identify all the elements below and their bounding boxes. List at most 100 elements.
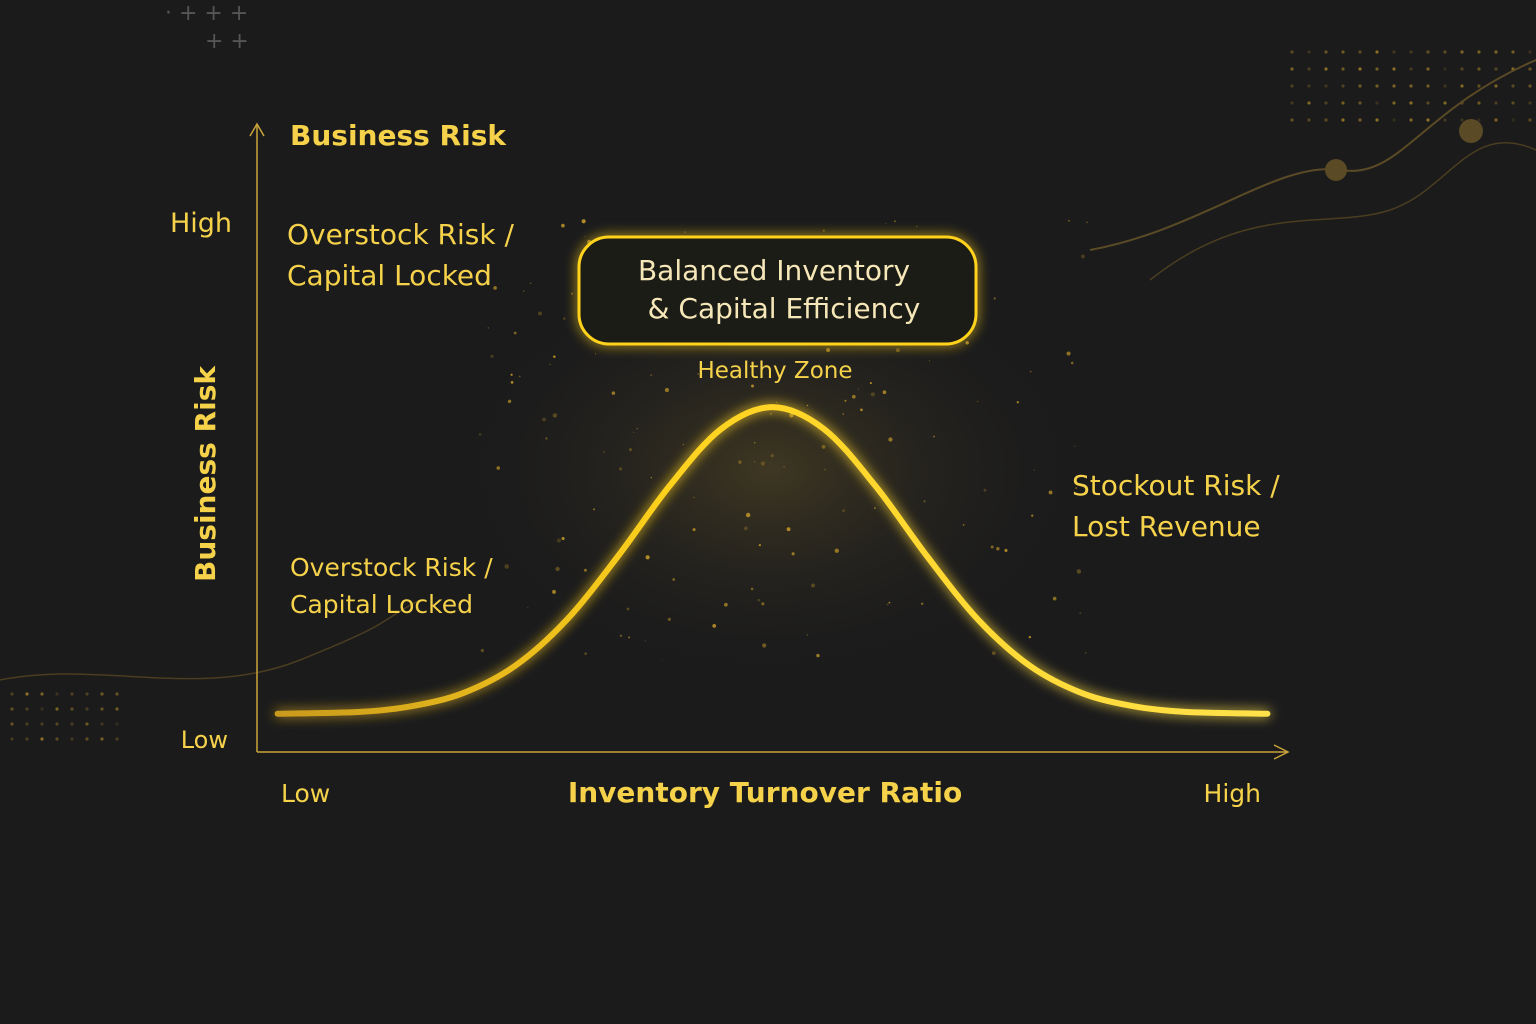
annotation-lower-left-line1: Overstock Risk /	[290, 553, 493, 582]
particle	[738, 460, 742, 464]
particle	[1066, 351, 1071, 356]
particle	[933, 435, 936, 438]
particle	[510, 373, 513, 376]
particle	[1016, 401, 1020, 404]
grid-dot	[1477, 67, 1481, 71]
grid-dot	[1375, 101, 1379, 105]
grid-dot	[1375, 50, 1379, 54]
particle	[857, 388, 859, 390]
grid-dot	[1426, 101, 1430, 105]
particle	[571, 292, 574, 295]
particle	[826, 348, 831, 352]
particle	[1074, 445, 1076, 447]
particle	[594, 353, 597, 355]
particle	[583, 235, 586, 238]
grid-dot	[70, 692, 74, 696]
grid-dot	[85, 722, 89, 726]
particle	[886, 603, 889, 606]
particle	[860, 408, 863, 412]
particle	[1031, 514, 1034, 517]
particle	[750, 587, 754, 591]
particle	[636, 427, 638, 430]
particle	[761, 602, 765, 606]
particle	[754, 461, 756, 463]
particle	[628, 636, 631, 639]
grid-dot	[1324, 84, 1328, 88]
grid-dot	[55, 722, 59, 726]
grid-dot	[1358, 50, 1362, 54]
particle	[769, 412, 773, 416]
grid-dot	[1290, 67, 1294, 71]
grid-dot	[1290, 118, 1294, 122]
particle	[618, 467, 623, 471]
annotation-right-line1: Stockout Risk /	[1072, 469, 1280, 502]
grid-dot	[1375, 84, 1379, 88]
particle	[745, 512, 751, 518]
particle	[770, 453, 774, 458]
particle	[885, 222, 887, 224]
particle	[581, 219, 586, 224]
particle	[775, 401, 777, 403]
grid-dot	[1511, 101, 1515, 105]
grid-dot	[1511, 84, 1515, 88]
decorative-node	[1459, 119, 1483, 143]
x-tick-low: Low	[281, 779, 330, 808]
grid-dot	[1307, 118, 1311, 122]
particle	[993, 297, 996, 300]
particle	[662, 658, 664, 660]
grid-dot	[1426, 84, 1430, 88]
decorative-node	[1325, 159, 1347, 181]
particle	[851, 394, 856, 399]
grid-dot	[1443, 67, 1447, 71]
healthy-zone-box	[577, 235, 978, 346]
particle	[762, 643, 767, 648]
particle	[527, 607, 529, 609]
x-axis-label: Inventory Turnover Ratio	[568, 776, 962, 809]
particle	[1070, 361, 1074, 365]
grid-dot	[1324, 50, 1328, 54]
grid-dot	[1443, 118, 1447, 122]
grid-dot	[1528, 118, 1532, 122]
particle	[842, 509, 845, 513]
particle	[821, 444, 826, 449]
particle	[990, 545, 994, 549]
particle	[563, 317, 566, 320]
particle	[758, 543, 761, 547]
grid-dot	[1409, 50, 1413, 54]
background-glow	[440, 250, 1100, 690]
particle	[874, 507, 876, 509]
particle	[822, 229, 825, 232]
particle	[810, 583, 816, 588]
particle	[682, 443, 684, 446]
grid-dot	[1511, 50, 1515, 54]
x-axis-arrow-icon	[1273, 744, 1290, 760]
particle	[529, 282, 532, 285]
grid-dot	[70, 707, 74, 711]
particle	[1052, 596, 1057, 601]
particle	[650, 374, 653, 377]
particle	[983, 488, 987, 492]
particle	[507, 399, 512, 404]
particle	[664, 387, 670, 393]
grid-dot	[100, 707, 104, 711]
grid-dot	[1324, 101, 1328, 105]
plus-decoration: + +	[205, 29, 249, 54]
grid-dot	[1290, 101, 1294, 105]
particle	[923, 500, 926, 503]
dot-grid-decoration	[10, 50, 1532, 741]
grid-dot	[100, 722, 104, 726]
particle	[996, 547, 1000, 551]
grid-dot	[1307, 84, 1311, 88]
grid-dot	[10, 722, 14, 726]
grid-dot	[1307, 101, 1311, 105]
particle	[684, 231, 686, 233]
grid-dot	[1341, 67, 1345, 71]
decorative-wave	[1149, 142, 1536, 281]
grid-dot	[1494, 84, 1498, 88]
particle	[895, 348, 900, 353]
particle	[834, 548, 839, 553]
particle	[869, 382, 872, 385]
grid-dot	[1460, 67, 1464, 71]
grid-dot	[10, 707, 14, 711]
